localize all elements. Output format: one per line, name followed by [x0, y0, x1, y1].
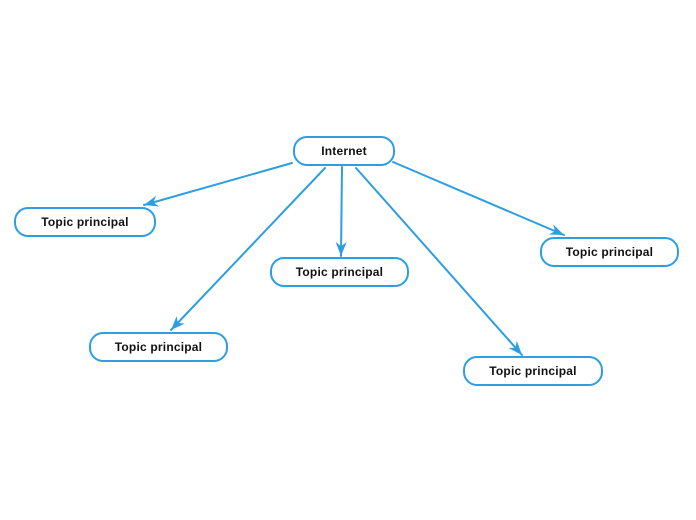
child-node-4[interactable]: Topic principal: [463, 356, 603, 386]
connector-root-to-child-4: [355, 167, 523, 356]
child-node-label: Topic principal: [565, 245, 654, 259]
child-node-label: Topic principal: [295, 265, 384, 279]
child-node-label: Topic principal: [489, 364, 577, 378]
connector-root-to-child-1: [143, 162, 293, 207]
root-node-internet[interactable]: Internet: [293, 136, 395, 166]
child-node-label: Topic principal: [114, 340, 203, 354]
connector-root-to-child-2: [170, 167, 326, 331]
child-node-5[interactable]: Topic principal: [540, 237, 679, 267]
child-node-1[interactable]: Topic principal: [14, 207, 156, 237]
connector-root-to-child-5: [392, 161, 565, 236]
root-node-label: Internet: [321, 144, 367, 158]
connector-root-to-child-3: [335, 166, 347, 257]
child-node-3[interactable]: Topic principal: [270, 257, 409, 287]
child-node-label: Topic principal: [41, 215, 129, 229]
child-node-2[interactable]: Topic principal: [89, 332, 228, 362]
